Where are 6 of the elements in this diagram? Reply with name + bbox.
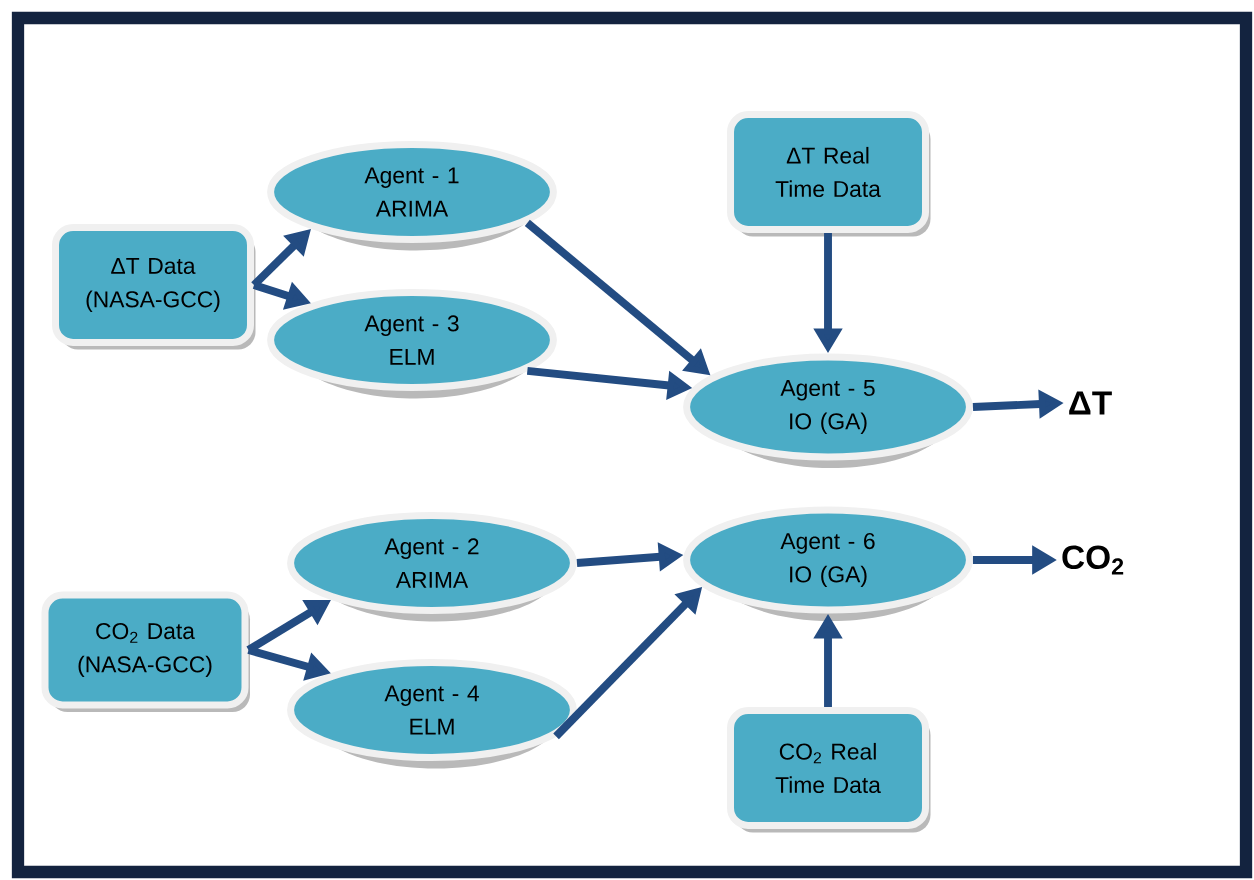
data-box: CO$_{2}$ Data (NASA-GCC) [41, 591, 250, 712]
data-box: CO$_{2}$ Real Time Data [727, 707, 931, 833]
data-box: ΔT Real Time Data [727, 110, 931, 237]
output-label: ΔT [1069, 391, 1112, 415]
output-label: CO$_{2}$ [1062, 545, 1124, 575]
data-box: ΔT Data (NASA-GCC) [52, 223, 256, 350]
